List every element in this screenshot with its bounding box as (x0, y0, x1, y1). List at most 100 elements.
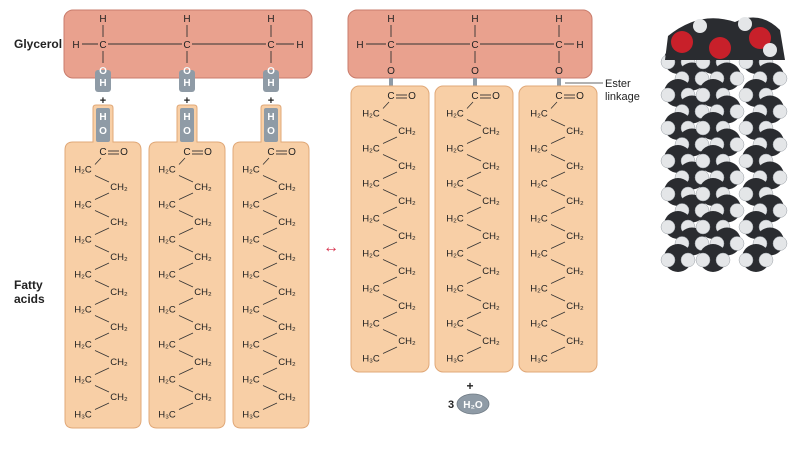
reactant-acid-0-chain-group-5: CH₂ (110, 252, 128, 263)
reactant-acid-0-chain-group-2: H₂C (74, 200, 92, 211)
product-acid-0-chain-group-9: CH₂ (398, 266, 416, 277)
water-plus-sign: + (466, 379, 473, 393)
reactant-acid-1-chain-bond-14 (178, 402, 194, 410)
reactant-hydroxyl-o-1: O (183, 66, 191, 77)
reactant-acid-1-chain-group-0: H₂C (158, 165, 176, 176)
reactant-acid-1-chain-bond-5 (178, 245, 194, 253)
product-acid-1-chain-group-2: H₂C (446, 144, 464, 155)
product-glycerol-carbon-1: C (471, 40, 478, 51)
product-acid-0-chain-bond-12 (382, 311, 398, 319)
reactant-hydroxyl-tag-2 (263, 70, 279, 92)
product-acid-0-carbonyl-oxygen: O (408, 91, 416, 102)
reactant-acid-hydroxyl-o-0: O (99, 126, 107, 137)
reactant-acid-2-carbonyl-oxygen: O (288, 147, 296, 158)
reactant-acid-0-chain-bond-6 (94, 262, 110, 270)
reactant-hydroxyl-tag-1 (179, 70, 195, 92)
reactant-acid-2-chain-group-1: CH₂ (278, 182, 296, 193)
product-acid-0-chain-group-10: H₂C (362, 284, 380, 295)
product-glycerol-carbon-bg-1 (470, 38, 480, 49)
product-acid-1-chain-bond-12 (466, 311, 482, 319)
product-acid-2-chain-group-9: CH₂ (566, 266, 584, 277)
product-acid-0-chain-group-14: H₃C (362, 354, 380, 365)
model-hydrogen-right-1-3 (729, 104, 745, 119)
reactant-acid-2-chain-bond-10 (262, 332, 278, 340)
product-acid-1-chain-group-12: H₂C (446, 319, 464, 330)
reactant-acid-1-chain-bond-1 (178, 175, 194, 183)
product-acid-0-chain-bond-11 (382, 294, 398, 302)
ester-linkage-label-line1: Ester (605, 78, 631, 90)
product-ester-bond-2 (557, 78, 561, 90)
model-hydrogen-left-1-8 (695, 186, 711, 202)
product-acid-2-chain-group-4: H₂C (530, 179, 548, 190)
reactant-acid-0-chain-group-11: CH₂ (110, 357, 128, 368)
model-hydrogen-right-2-11 (772, 236, 788, 251)
reactant-plus-1: + (184, 95, 190, 107)
ester-linkage-label-line2: linkage (605, 91, 640, 103)
reactant-acid-2-chain-group-13: CH₂ (278, 392, 296, 403)
reactant-acid-0-chain-group-9: CH₂ (110, 322, 128, 333)
product-fatty-acid-box-2 (518, 85, 598, 373)
product-acid-1-chain-group-3: CH₂ (482, 161, 500, 172)
reactant-acid-0-chain-bond-3 (94, 210, 110, 218)
reactant-acid-2-carbonyl-carbon: C (267, 147, 274, 158)
product-acid-0-chain-group-13: CH₂ (398, 336, 416, 347)
product-acid-2-carbonyl-oxygen: O (576, 91, 584, 102)
reactant-acid-2-chain-bond-6 (262, 262, 278, 270)
reactant-glycerol-carbon-1: C (183, 40, 190, 51)
reactant-acid-2-chain-bond-3 (262, 210, 278, 218)
product-acid-2-chain-group-3: CH₂ (566, 161, 584, 172)
reactant-acid-2-chain-bond-1 (262, 175, 278, 183)
product-acid-2-chain-bond-8 (550, 241, 566, 249)
glycerol-label: Glycerol (14, 37, 62, 51)
product-acid-1-chain-bond-6 (466, 206, 482, 214)
product-acid-2-chain-group-6: H₂C (530, 214, 548, 225)
product-glycerol-oxygen-1: O (471, 66, 479, 77)
reactant-acid-2-chain-group-10: H₂C (242, 340, 260, 351)
product-acid-0-chain-group-1: CH₂ (398, 126, 416, 137)
product-ester-bond-1 (473, 78, 477, 90)
reactant-acid-hydroxyl-tag-0 (96, 108, 110, 142)
product-glycerol-oxygen-2: O (555, 66, 563, 77)
reactant-glycerol-carbon-2: C (267, 40, 274, 51)
reactant-acid-0-chain-group-3: CH₂ (110, 217, 128, 228)
reactant-acid-hydroxyl-tag-1 (180, 108, 194, 142)
reactant-acid-2-chain-group-3: CH₂ (278, 217, 296, 228)
reactant-acid-0-chain-group-8: H₂C (74, 305, 92, 316)
reactant-acid-1-chain-bond-4 (178, 227, 194, 235)
reactant-acid-0-chain-bond-0 (94, 157, 102, 165)
reactant-acid-hydroxyl-o-2: O (267, 126, 275, 137)
product-acid-1-chain-group-4: H₂C (446, 179, 464, 190)
product-acid-0-chain-bond-8 (382, 241, 398, 249)
product-acid-0-chain-group-12: H₂C (362, 319, 380, 330)
product-acid-1-chain-bond-11 (466, 294, 482, 302)
product-acid-1-carbonyl-carbon: C (471, 91, 478, 102)
product-acid-1-chain-group-13: CH₂ (482, 336, 500, 347)
reactant-fatty-acid-box-0 (64, 104, 142, 429)
reactant-acid-0-chain-bond-5 (94, 245, 110, 253)
product-acid-1-carbonyl-oxygen: O (492, 91, 500, 102)
model-hydrogen-right-2-9 (772, 203, 788, 218)
reactant-acid-1-chain-group-3: CH₂ (194, 217, 212, 228)
product-acid-0-carbonyl-carbon: C (387, 91, 394, 102)
reactant-acid-2-chain-bond-9 (262, 315, 278, 323)
product-acid-0-chain-bond-13 (382, 329, 398, 337)
product-acid-0-chain-bond-2 (382, 136, 398, 144)
product-acid-0-chain-bond-6 (382, 206, 398, 214)
model-hydrogen-left-0-4 (660, 120, 676, 136)
reactant-acid-2-chain-group-14: H₃C (242, 410, 260, 421)
fatty-acids-label-line2: acids (14, 292, 45, 306)
product-acid-1-chain-group-8: H₂C (446, 249, 464, 260)
product-acid-2-chain-bond-1 (550, 119, 566, 127)
reactant-hydroxyl-h-1: H (183, 78, 190, 89)
reactant-glycerol-carbon-bg-2 (266, 38, 276, 49)
product-acid-0-chain-group-0: H₂C (362, 109, 380, 120)
product-acid-0-chain-bond-5 (382, 189, 398, 197)
product-acid-1-chain-group-9: CH₂ (482, 266, 500, 277)
product-glycerol-left-h: H (356, 40, 363, 51)
reactant-acid-0-carbonyl-carbon: C (99, 147, 106, 158)
model-hydrogen-right-1-5 (729, 137, 745, 152)
product-acid-2-chain-bond-14 (550, 346, 566, 354)
product-acid-1-chain-bond-13 (466, 329, 482, 337)
product-acid-1-chain-bond-1 (466, 119, 482, 127)
